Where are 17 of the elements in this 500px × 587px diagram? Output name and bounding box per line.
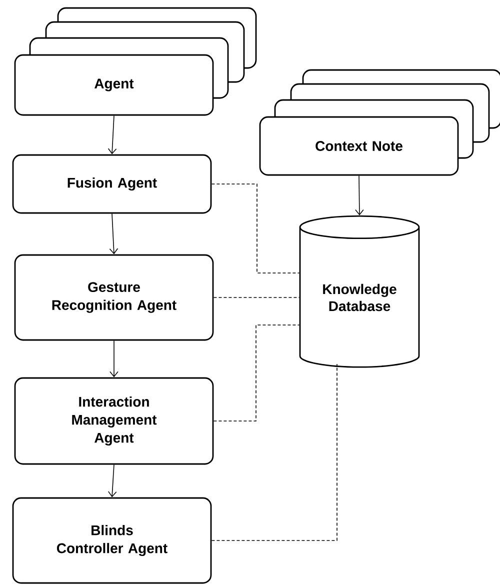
connector-line — [211, 184, 300, 274]
arrow — [108, 464, 117, 498]
database-cylinder: Knowledge Database — [299, 215, 420, 368]
arrow — [108, 115, 117, 154]
arrow — [355, 175, 364, 216]
agent-box: Blinds Controller Agent — [12, 497, 212, 584]
stacked-box-drawing: Agent — [14, 7, 257, 116]
connector-line — [211, 364, 338, 541]
connector-line — [213, 324, 300, 422]
agent-box: Gesture Recognition Agent — [14, 254, 214, 341]
node-label: Agent — [94, 78, 134, 92]
arrow — [110, 340, 118, 378]
arrow — [109, 213, 118, 254]
connector-line — [213, 297, 300, 298]
stacked-box-drawing: Context Note — [259, 69, 500, 176]
agent-box: Interaction Management Agent — [14, 377, 214, 465]
agent-box: Fusion Agent — [12, 154, 212, 214]
